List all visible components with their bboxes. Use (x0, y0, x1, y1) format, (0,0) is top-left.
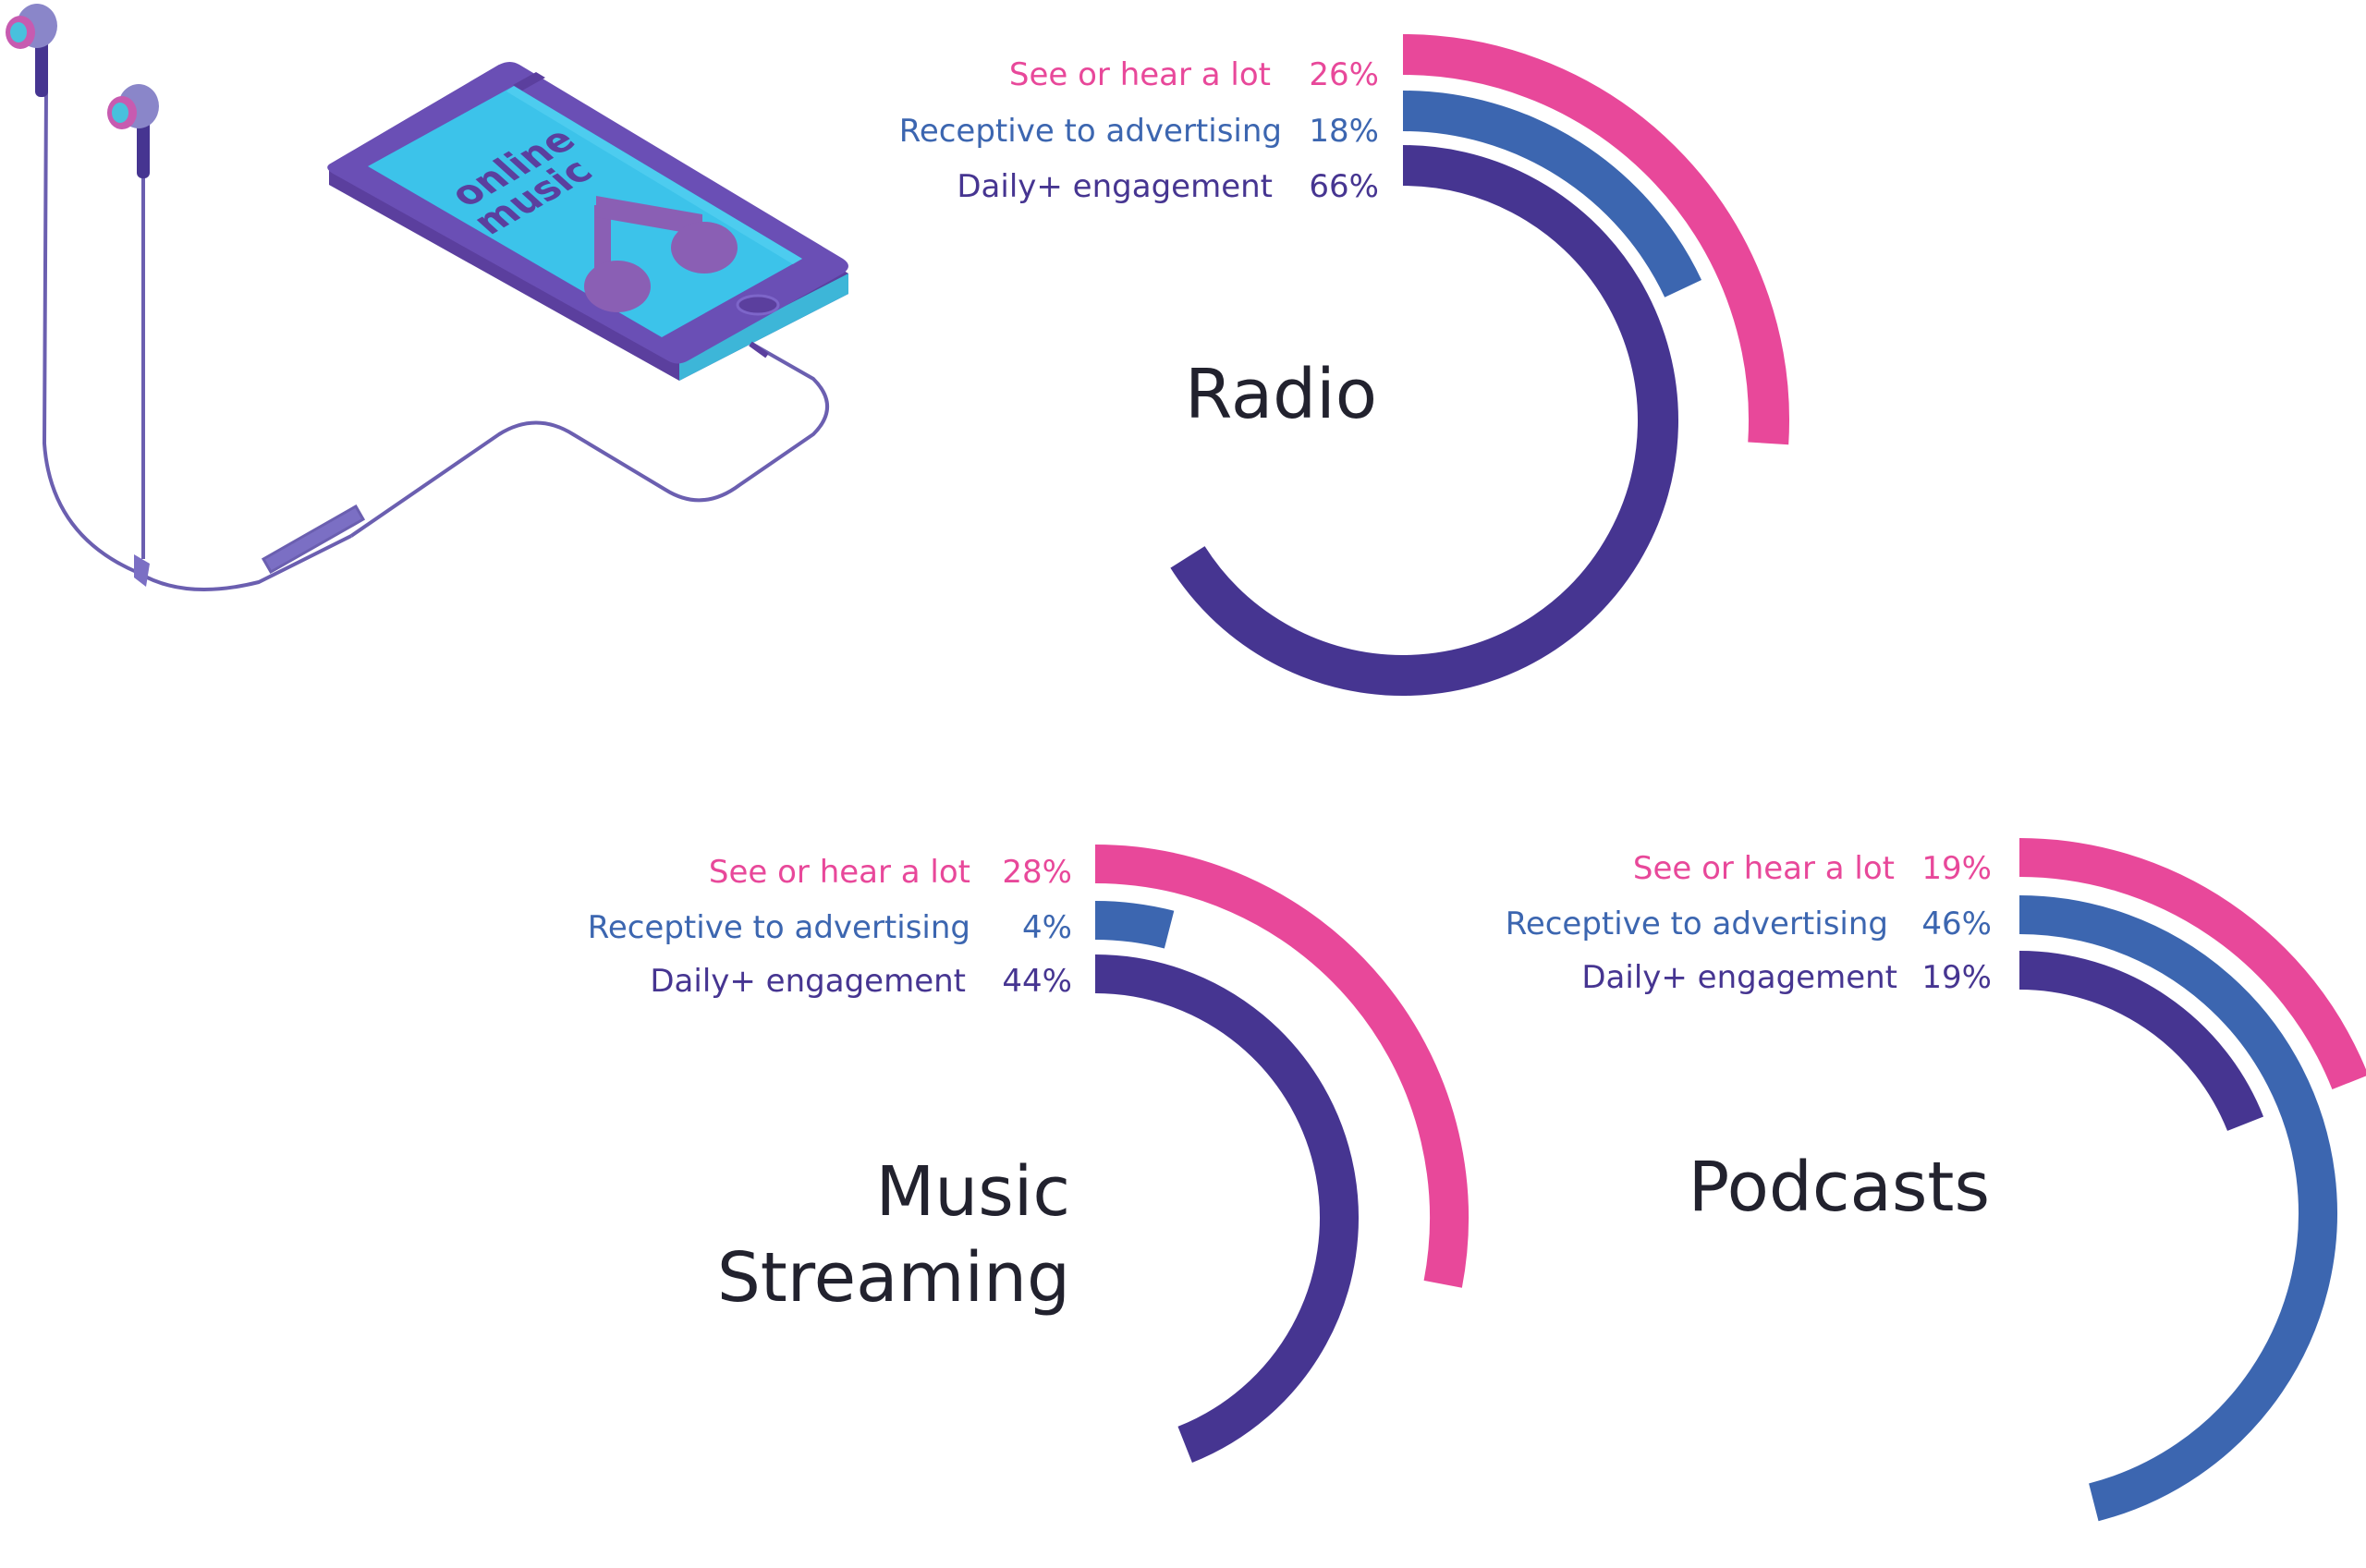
music-label-daily: Daily+ engagement (650, 963, 966, 1000)
podcasts-label-see-or-hear: See or hear a lot (1633, 850, 1895, 887)
music-title-line1: Music (875, 1152, 1070, 1232)
podcasts-value-daily: 19% (1921, 959, 1992, 996)
podcasts-arc-receptive (2018, 895, 2337, 1522)
music-value-daily: 44% (1002, 963, 1072, 1000)
music-label-see-or-hear: See or hear a lot (709, 854, 970, 891)
radio-label-receptive: Receptive to advertising (899, 113, 1282, 150)
podcasts-arcs (2018, 838, 2366, 1522)
podcasts-label-daily: Daily+ engagement (1581, 959, 1897, 996)
music-arc-daily (1094, 954, 1359, 1463)
radio-chart: See or hear a lot 26% Receptive to adver… (899, 34, 1789, 696)
radio-value-daily: 66% (1309, 168, 1379, 205)
music-streaming-chart: See or hear a lot 28% Receptive to adver… (588, 845, 1469, 1463)
radio-arc-receptive (1402, 91, 1702, 298)
podcasts-value-receptive: 46% (1921, 906, 1992, 942)
music-value-see-or-hear: 28% (1002, 854, 1072, 891)
radio-value-receptive: 18% (1309, 113, 1379, 150)
radio-arcs (1170, 34, 1789, 696)
phone-illustration: online music (6, 4, 848, 591)
podcasts-chart: See or hear a lot 19% Receptive to adver… (1506, 838, 2366, 1522)
radio-label-see-or-hear: See or hear a lot (1009, 56, 1271, 93)
music-streaming-arcs (1094, 845, 1469, 1463)
radio-value-see-or-hear: 26% (1309, 56, 1379, 93)
smartphone-icon: online music (327, 62, 848, 381)
podcasts-arc-daily (2018, 951, 2264, 1132)
radio-label-daily: Daily+ engagement (957, 168, 1273, 205)
music-title-line2: Streaming (717, 1238, 1070, 1318)
podcasts-label-receptive: Receptive to advertising (1506, 906, 1888, 942)
earphones-icon (6, 4, 829, 591)
podcasts-arc-see-or-hear (2018, 838, 2366, 1090)
podcasts-value-see-or-hear: 19% (1921, 850, 1992, 887)
music-value-receptive: 4% (1022, 909, 1072, 946)
music-note-icon (584, 196, 738, 312)
radio-arc-daily (1170, 145, 1678, 696)
radio-arc-see-or-hear (1402, 34, 1789, 445)
music-label-receptive: Receptive to advertising (588, 909, 970, 946)
radio-title: Radio (1185, 355, 1377, 434)
podcasts-title: Podcasts (1689, 1148, 1990, 1227)
music-arc-receptive (1094, 901, 1175, 949)
music-arc-see-or-hear (1094, 845, 1469, 1288)
